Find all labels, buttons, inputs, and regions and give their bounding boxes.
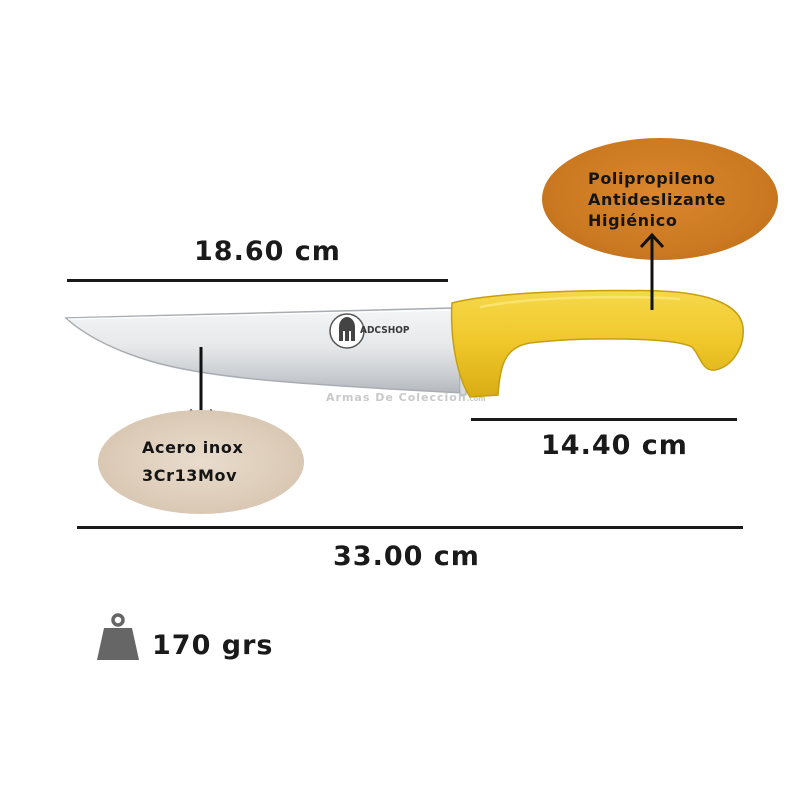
handle-length-rule	[471, 418, 737, 421]
blade-length-rule	[67, 279, 448, 282]
handle-shape	[450, 289, 744, 398]
watermark-suffix: .com	[466, 395, 486, 403]
blade-material-line-1: Acero inox	[142, 438, 244, 457]
brand-logo-text: ADCSHOP	[360, 325, 410, 336]
blade-length-label: 18.60 cm	[194, 236, 341, 267]
handle-material-line-2: Antideslizante	[588, 189, 727, 209]
watermark: Armas De Coleccion.com	[326, 391, 486, 404]
total-length-label: 33.00 cm	[333, 541, 480, 572]
spartan-helmet-logo	[329, 313, 365, 349]
blade-material-line-2: 3Cr13Mov	[142, 466, 238, 485]
blade-shape	[64, 307, 463, 394]
blade-material-callout: Acero inox 3Cr13Mov	[98, 410, 304, 514]
total-length-rule	[77, 526, 743, 529]
handle-material-callout: Polipropileno Antideslizante Higiénico	[542, 138, 778, 260]
weight-icon	[97, 613, 139, 660]
handle-material-line-1: Polipropileno	[588, 168, 716, 188]
handle-material-line-3: Higiénico	[588, 210, 678, 230]
weight-label: 170 grs	[152, 630, 274, 661]
knife-image	[64, 285, 744, 398]
handle-length-label: 14.40 cm	[541, 430, 688, 461]
watermark-main: Armas De Coleccion	[326, 391, 467, 404]
handle-callout-arrow	[639, 232, 665, 310]
